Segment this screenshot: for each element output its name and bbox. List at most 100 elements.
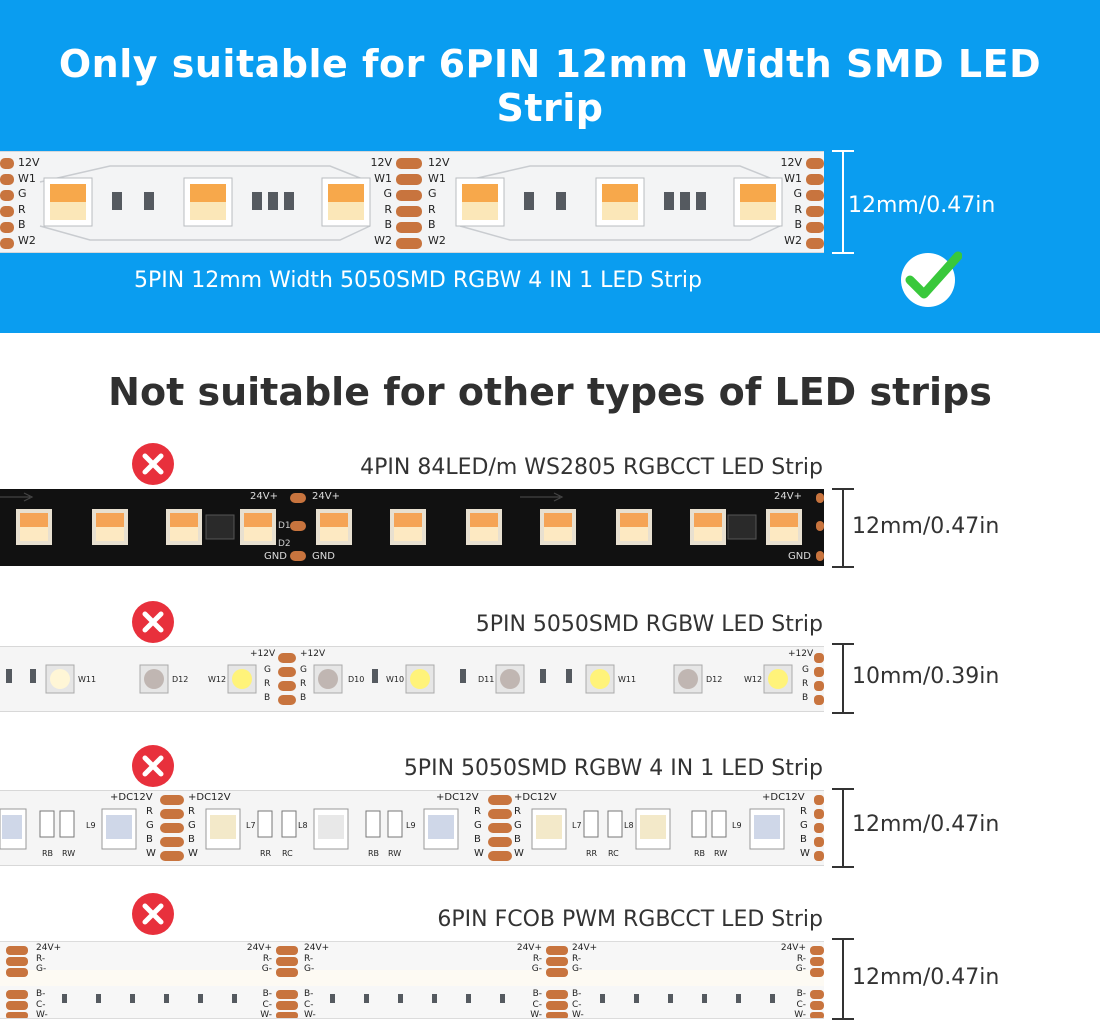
pin-label-dc12v: +DC12V [188, 792, 231, 803]
pin-labels-top: 24V+ R- G- [778, 943, 806, 975]
pin-labels-rgb: G R B [264, 663, 271, 705]
pin-label-dc12v: +DC12V [762, 792, 805, 803]
pin-label: G [146, 820, 154, 831]
pin-label: W- [794, 1010, 806, 1019]
pin-label: C- [796, 999, 806, 1010]
pin-label: W [188, 848, 198, 859]
led-label: W11 [78, 675, 97, 684]
pin-label: B- [532, 989, 542, 999]
pin-label: B- [36, 989, 46, 999]
pin-label: C- [572, 999, 582, 1010]
pin-label: R [264, 679, 271, 689]
width-dimension-bracket [832, 150, 854, 254]
pin-labels-bottom: B- C- W- [304, 989, 316, 1018]
led-label: D12 [172, 675, 189, 684]
pin-label: G- [795, 964, 806, 974]
pin-label-gnd: GND [312, 551, 335, 562]
pin-label: G [18, 187, 27, 200]
pin-label-dc12v: +DC12V [514, 792, 557, 803]
pin-labels-rgb: G R B [300, 663, 307, 705]
pin-label: 24V+ [516, 943, 542, 953]
pin-label-24v: 24V+ [250, 491, 278, 502]
led-label: D10 [348, 675, 365, 684]
led-label: D11 [478, 675, 495, 684]
fcob-led-strip: 24V+ R- G- 24V+ R- G- 24V+ R- G- 24V+ R-… [0, 941, 824, 1019]
pin-label: 24V+ [780, 943, 806, 953]
pin-label: W1 [428, 171, 446, 185]
resistor-label: RB [694, 849, 706, 858]
pin-label: B- [572, 989, 582, 999]
pin-labels-right: 12V W1 G R B W2 [772, 155, 802, 248]
rgbw-width-label: 10mm/0.39in [852, 664, 1000, 689]
inductor-label: L9 [732, 821, 742, 830]
resistor-label: RR [586, 849, 598, 858]
pin-label: W [146, 848, 156, 859]
pin-label: R- [36, 953, 46, 964]
inductor-label: L8 [298, 821, 308, 830]
resistor-label: RC [608, 849, 619, 858]
pin-labels-rgbw: R G B W [188, 805, 198, 861]
rgbw-4in1-width-label: 12mm/0.47in [852, 812, 1000, 837]
pin-label: W [474, 848, 484, 859]
resistor-label: RW [388, 849, 402, 858]
resistor-label: RC [282, 849, 293, 858]
pin-label: W- [530, 1010, 542, 1019]
pin-label: 24V+ [36, 943, 62, 953]
banner-title: Only suitable for 6PIN 12mm Width SMD LE… [58, 42, 1042, 130]
pin-label: 12V [370, 156, 392, 169]
pin-labels-rgbw: R G B W [800, 805, 810, 861]
pin-label: B [264, 693, 271, 703]
inductor-label: L9 [406, 821, 416, 830]
pin-label-24v: 24V+ [774, 491, 802, 502]
resistor-label: RW [714, 849, 728, 858]
pin-labels-bottom: B- C- W- [524, 989, 542, 1019]
pin-label: W2 [374, 233, 392, 247]
pin-label: G- [261, 964, 272, 974]
led-label: W12 [744, 675, 763, 684]
pin-labels-bottom: B- C- W- [788, 989, 806, 1019]
strip-name-fcob: 6PIN FCOB PWM RGBCCT LED Strip [437, 907, 823, 932]
pin-label: R [794, 202, 802, 216]
pin-label-24v: 24V+ [312, 491, 340, 502]
pin-labels-rgbw: R G B W [146, 805, 156, 861]
pin-label: B- [796, 989, 806, 999]
strip-name-rgbw: 5PIN 5050SMD RGBW LED Strip [475, 612, 823, 637]
pin-label: C- [36, 999, 46, 1010]
pin-label: R [800, 806, 807, 817]
pin-labels-bottom: B- C- W- [36, 989, 48, 1019]
fcob-width-label: 12mm/0.47in [852, 965, 1000, 990]
pin-label: R- [262, 953, 272, 964]
pin-label: B [794, 218, 802, 231]
width-dimension-bracket [832, 643, 854, 714]
rgbw-led-strip: +12V +12V +12V G R B G R B G R B W11 D12… [0, 646, 824, 712]
pin-label: W1 [18, 171, 36, 185]
pin-label: R [802, 679, 809, 689]
pin-label: G [264, 665, 271, 675]
resistor-label: RB [42, 849, 54, 858]
pin-label: C- [532, 999, 542, 1010]
pin-labels-left: 12V W1 G R B W2 [18, 155, 40, 248]
pin-label: G [802, 665, 809, 675]
pin-label: R [384, 202, 392, 216]
pin-label: B [18, 218, 26, 231]
led-label: W10 [386, 675, 405, 684]
pin-label: B [300, 693, 307, 703]
pin-label: R [18, 202, 26, 216]
pin-label: W- [36, 1010, 48, 1019]
pin-label: R [474, 806, 481, 817]
strip-name-ws2805: 4PIN 84LED/m WS2805 RGBCCT LED Strip [360, 455, 823, 480]
resistor-label: RB [368, 849, 380, 858]
inductor-label: L7 [246, 821, 256, 830]
pin-label: R [146, 806, 153, 817]
pin-label: B [428, 218, 436, 231]
pin-labels-top: 24V+ R- G- [244, 943, 272, 975]
width-dimension-bracket [832, 938, 854, 1020]
pin-label: G- [36, 964, 47, 974]
pin-label: R- [572, 953, 582, 964]
pin-label: R [188, 806, 195, 817]
suitable-led-strip: 12V W1 G R B W2 12V W1 G R B W2 12V W1 G… [0, 151, 824, 253]
chip-label: D1 [278, 521, 291, 531]
pin-label: W1 [784, 171, 802, 185]
ws2805-strip-drawing [0, 492, 824, 561]
pin-label: B [802, 693, 809, 703]
